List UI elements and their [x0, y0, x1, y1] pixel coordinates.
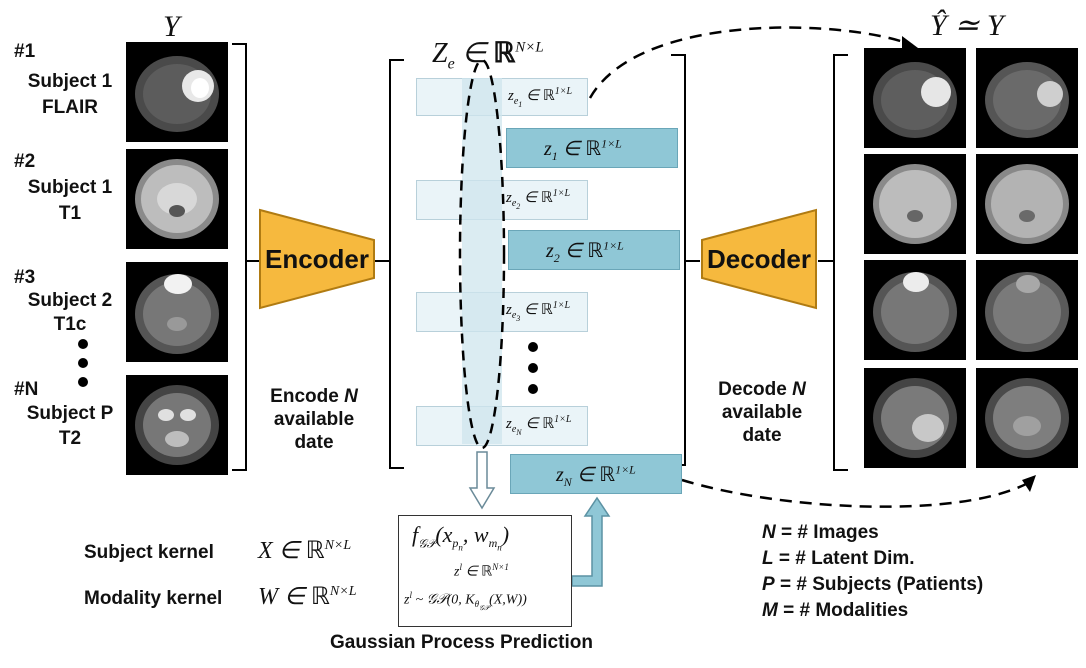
- selected-column: [462, 78, 502, 444]
- latent-brace-left: [389, 59, 404, 469]
- encoded-latent-1-label: ze1 ∈ ℝ1×L: [508, 86, 573, 109]
- encoder-caption: Encode N available date: [270, 386, 358, 453]
- output-header: Ŷ ≃ Y: [930, 9, 1004, 42]
- input-ellipsis: [78, 339, 88, 387]
- latent-header: Ze ∈ ℝN×L: [432, 38, 544, 73]
- predicted-latent-N: [510, 454, 682, 494]
- decoder-shape: [701, 208, 817, 310]
- predicted-latent-2: [508, 230, 680, 270]
- decoder-caption: Decode N available date: [718, 379, 806, 446]
- gp-z-space: zl ∈ ℝN×1: [454, 562, 509, 580]
- to-gp-arrow: [468, 451, 496, 510]
- encoded-latent-N-label: zeN ∈ ℝ1×L: [506, 414, 572, 437]
- input-id-4: #N: [14, 379, 39, 400]
- predicted-latent-1-label: z1 ∈ ℝ1×L: [544, 136, 622, 163]
- input-subject-1: Subject 1: [27, 71, 113, 92]
- input-id-2: #2: [14, 151, 36, 172]
- mri-output-1a: [864, 48, 966, 148]
- gp-distribution: zl ~ 𝒢𝒫(0, Kθ𝒢𝒫(X,W)): [404, 590, 527, 613]
- encoded-latent-N: [416, 406, 588, 446]
- mri-input-3: [126, 262, 228, 362]
- legend-row-2: L = # Latent Dim.: [762, 548, 915, 569]
- input-id-3: #3: [14, 267, 36, 288]
- gp-box: [398, 515, 572, 627]
- input-subject-3: Subject 2: [27, 290, 113, 311]
- mri-output-2a: [864, 154, 966, 254]
- encoder-shape: [259, 208, 375, 310]
- input-modality-3: T1c: [53, 314, 87, 335]
- modality-kernel-label: Modality kernel: [84, 588, 223, 609]
- legend-row-4: M = # Modalities: [762, 600, 909, 621]
- from-gp-arrow: [571, 496, 611, 587]
- mri-output-4a: [864, 368, 966, 468]
- legend-row-1: N = # Images: [762, 522, 879, 543]
- input-id-1: #1: [14, 41, 36, 62]
- input-modality-1: FLAIR: [42, 97, 98, 118]
- subject-kernel-label: Subject kernel: [84, 542, 214, 563]
- predicted-latent-1: [506, 128, 678, 168]
- encoder-label: Encoder: [264, 244, 370, 274]
- dashed-arrow-bottom: [681, 478, 1031, 508]
- mri-output-2b: [976, 154, 1078, 254]
- subject-kernel-expr: X ∈ ℝN×L: [258, 538, 352, 564]
- gp-caption: Gaussian Process Prediction: [330, 632, 593, 653]
- encoded-latent-3-label: ze3 ∈ ℝ1×L: [506, 300, 571, 323]
- mri-output-3a: [864, 260, 966, 360]
- input-modality-2: T1: [58, 203, 82, 224]
- dashed-arrow-top: [588, 26, 913, 99]
- encoded-latent-1: [416, 78, 588, 116]
- input-subject-2: Subject 1: [27, 177, 113, 198]
- mri-output-4b: [976, 368, 1078, 468]
- gp-function: f𝒢𝒫(xpn, wmn): [412, 522, 510, 553]
- mri-output-3b: [976, 260, 1078, 360]
- predicted-latent-2-label: z2 ∈ ℝ1×L: [546, 238, 624, 265]
- decoder-label: Decoder: [706, 244, 812, 274]
- input-header: Y: [163, 10, 180, 43]
- input-modality-4: T2: [58, 428, 82, 449]
- legend-row-3: P = # Subjects (Patients): [762, 574, 984, 595]
- input-subject-4: Subject P: [26, 403, 114, 424]
- input-brace: [232, 43, 247, 471]
- output-brace: [833, 54, 848, 471]
- mri-input-1: [126, 42, 228, 142]
- mri-input-4: [126, 375, 228, 475]
- predicted-latent-N-label: zN ∈ ℝ1×L: [556, 462, 636, 489]
- mri-input-2: [126, 149, 228, 249]
- latent-ellipsis: [528, 342, 538, 394]
- column-selection-ellipse: [458, 58, 506, 450]
- mri-output-1b: [976, 48, 1078, 148]
- modality-kernel-expr: W ∈ ℝN×L: [258, 584, 357, 610]
- encoded-latent-2-label: ze2 ∈ ℝ1×L: [506, 188, 571, 211]
